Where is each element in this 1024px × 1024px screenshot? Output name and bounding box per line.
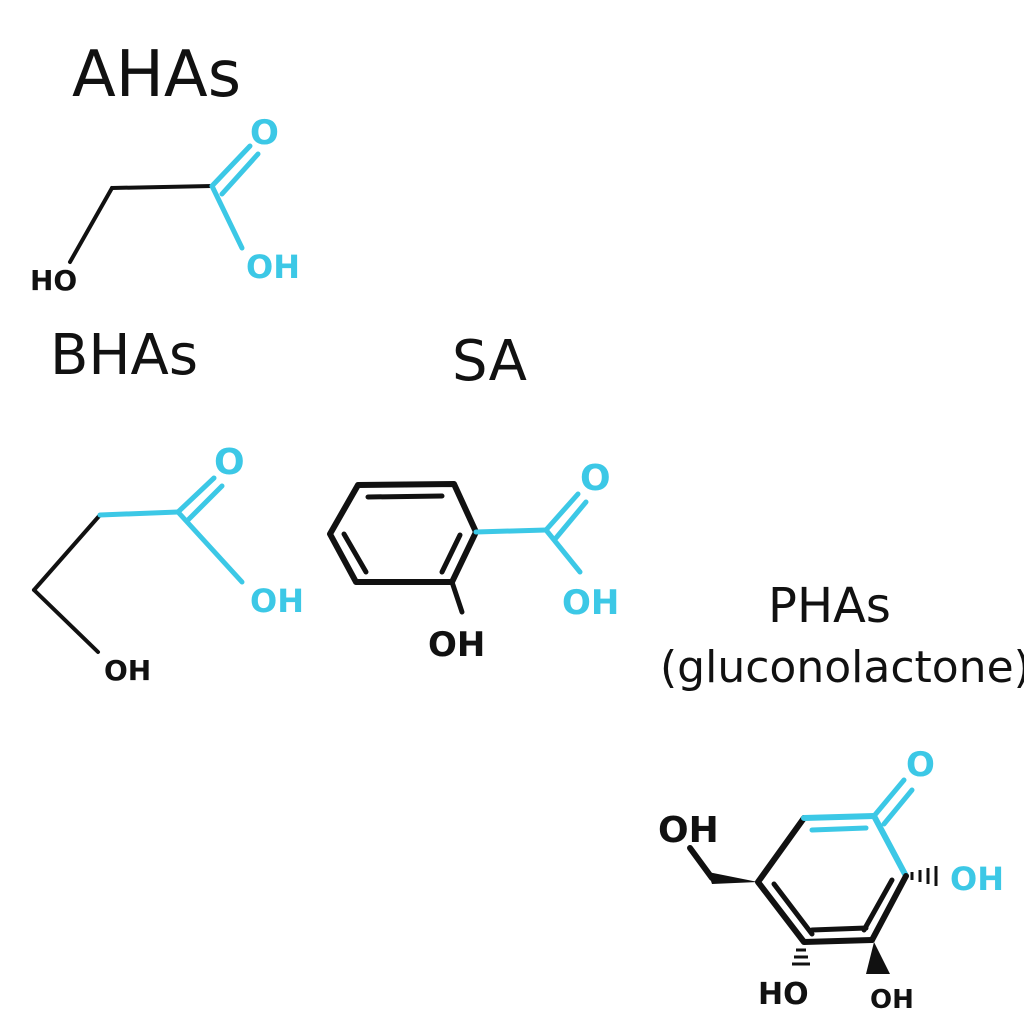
aha-bond-ho-ch2 (68, 186, 114, 264)
sa-title: SA (452, 329, 527, 394)
bha-bond-c-o-double-1 (175, 475, 217, 515)
bha-title: BHAs (50, 323, 198, 388)
aha-label-o: O (250, 113, 279, 153)
pha-label-ho-bottom: HO (758, 977, 809, 1012)
pha-ring-right-inner (861, 877, 895, 933)
pha-label-oh-bottom: OH (870, 985, 914, 1015)
aha-structure (68, 143, 261, 264)
bha-label-o: O (214, 442, 245, 483)
aha-bond-c-o-double-1 (209, 143, 253, 189)
aha-bond-c-oh (209, 183, 245, 251)
aha-label-ho: HO (30, 264, 77, 297)
sa-inner-bond-right (439, 532, 463, 575)
pha-ring-inner-bottom (809, 925, 869, 933)
sa-inner-bond-left (341, 531, 369, 575)
bha-bond-oh-ch2 (32, 588, 100, 654)
sa-bond-ring-c (473, 527, 549, 535)
pha-bond-c-o-double-1 (871, 777, 907, 819)
bha-bond-c-oh (175, 509, 245, 585)
pha-label-o: O (906, 745, 935, 785)
pha-ring-right-lower (869, 873, 909, 943)
sa-bond-c-o-double-2 (553, 499, 589, 541)
pha-group: PHAs (gluconolactone) (658, 578, 1024, 1015)
bha-bond-c-o-double-2 (185, 483, 225, 523)
bha-structure (32, 475, 245, 654)
bha-bond-ch2-c (97, 509, 181, 518)
sa-group: SA O OH OH (327, 329, 619, 665)
aha-label-oh: OH (246, 248, 300, 286)
sa-bond-ring-oh (449, 579, 465, 615)
bha-label-oh: OH (104, 654, 151, 687)
pha-hash-right (910, 866, 938, 886)
sa-bond-c-o-double-1 (543, 491, 581, 533)
pha-ring-inner-left (771, 881, 815, 937)
pha-wedge-bottom-right (866, 942, 890, 974)
pha-ring-top-inner (809, 825, 869, 833)
sa-bond-c-oh (543, 527, 583, 575)
aha-bond-ch2-c (110, 184, 214, 190)
aha-group: AHAs HO O OH (30, 38, 300, 297)
sa-inner-bond-top (365, 493, 445, 500)
aha-bond-c-o-double-2 (219, 151, 261, 197)
pha-label-oh-top: OH (658, 810, 719, 851)
sa-label-oh: OH (428, 625, 485, 665)
pha-label-oh-right: OH (950, 860, 1004, 898)
pha-structure (687, 777, 938, 974)
pha-ring-left (755, 815, 875, 945)
sa-label-o: O (580, 458, 611, 499)
pha-wedge-ch2 (708, 872, 758, 884)
bha-label-oh-acid: OH (250, 582, 304, 620)
pha-ring-top (801, 813, 877, 821)
pha-bond-ch2-oh (687, 845, 715, 881)
aha-title: AHAs (72, 38, 241, 112)
pha-hash-bottom-left (792, 948, 810, 966)
sa-structure (327, 481, 589, 615)
pha-bond-c-o-double-2 (881, 787, 915, 827)
sa-label-oh-acid: OH (562, 583, 619, 623)
bha-group: BHAs O OH OH (32, 323, 304, 687)
pha-ring-right-upper (871, 813, 909, 879)
pha-title: PHAs (768, 578, 891, 634)
pha-subtitle: (gluconolactone) (660, 642, 1024, 693)
bha-bond-ch2-ch2 (32, 513, 102, 592)
